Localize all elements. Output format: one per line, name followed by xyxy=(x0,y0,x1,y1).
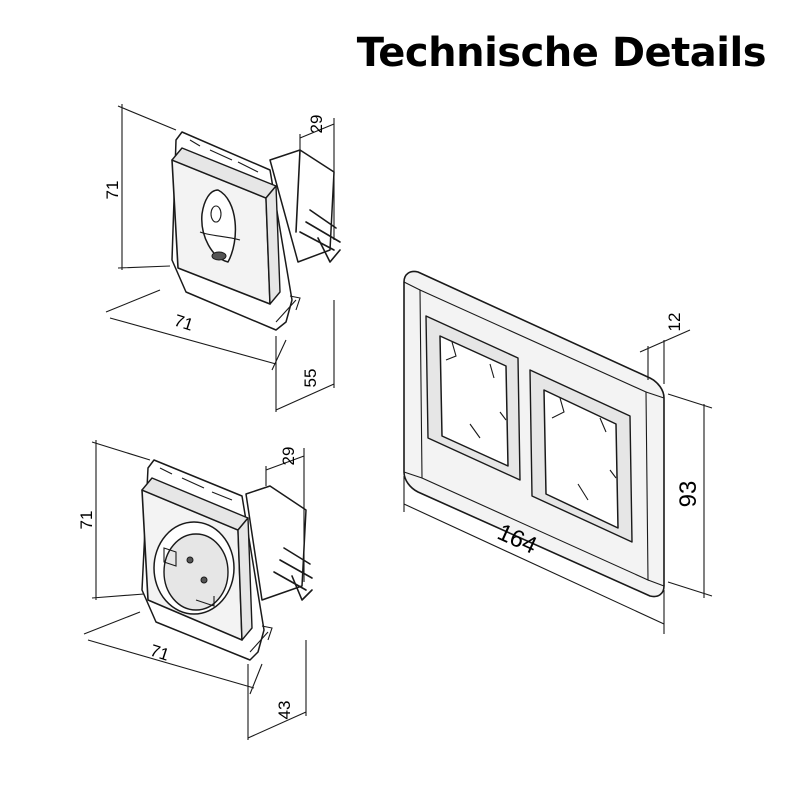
socket-depth-label: 43 xyxy=(275,701,294,720)
switch-drawing: 71 71 55 29 xyxy=(103,104,341,412)
socket-height-label: 71 xyxy=(77,511,96,530)
switch-rocker xyxy=(201,189,237,263)
switch-indicator-icon xyxy=(210,205,222,223)
frame-height-label: 93 xyxy=(675,481,702,508)
switch-claw-box xyxy=(269,149,335,263)
socket-back-depth-label: 29 xyxy=(279,447,298,466)
socket-pin-hole-icon xyxy=(186,556,194,564)
frame-thickness-label: 12 xyxy=(665,313,684,332)
switch-width-label: 71 xyxy=(172,311,196,335)
socket-drawing: 71 71 43 29 xyxy=(77,440,313,740)
switch-height-label: 71 xyxy=(103,181,122,200)
switch-back-depth-label: 29 xyxy=(307,115,326,134)
switch-depth-label: 55 xyxy=(301,369,320,388)
socket-width-label: 71 xyxy=(148,641,172,665)
page-title: Technische Details xyxy=(356,30,767,76)
frame-drawing: 12 93 164 xyxy=(403,270,713,634)
